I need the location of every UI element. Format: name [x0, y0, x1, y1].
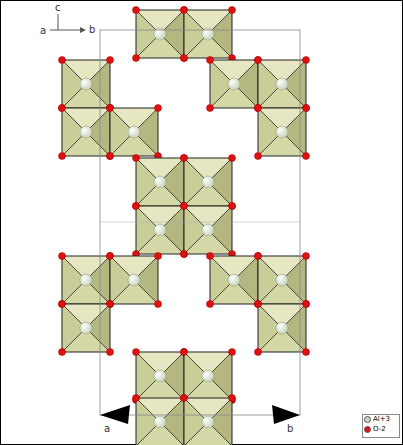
legend-text: Al+3 — [373, 416, 390, 423]
legend-entry: Al+3 — [364, 416, 390, 423]
axis-label: b — [89, 25, 95, 35]
legend-entry: O-2 — [364, 426, 386, 433]
legend-swatch — [364, 416, 371, 423]
axis-label: c — [55, 3, 61, 13]
axis-label: a — [40, 26, 46, 36]
legend-swatch — [364, 426, 371, 433]
axis-label: b — [287, 424, 293, 434]
axis-label: a — [104, 424, 110, 434]
legend-text: O-2 — [373, 426, 386, 433]
